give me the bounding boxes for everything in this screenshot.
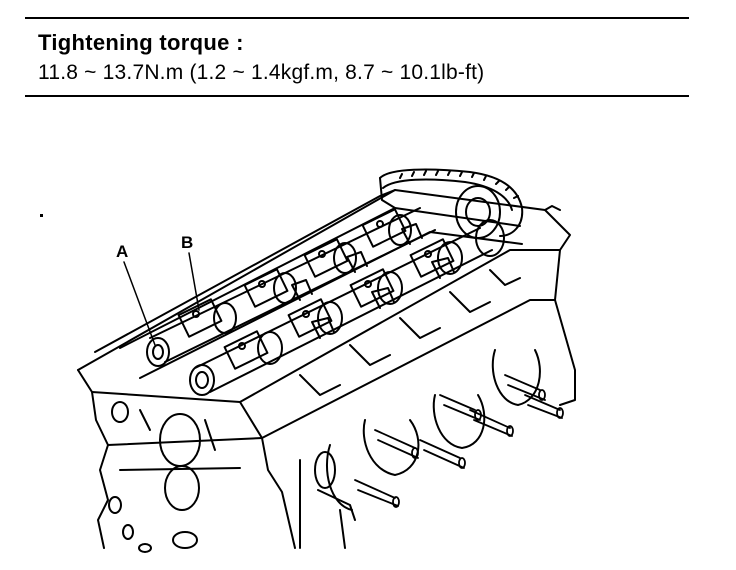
studs [354,374,564,508]
callout-leaders [123,252,200,346]
port-holes [108,401,216,553]
front-ports [299,349,541,549]
bottom-rule [25,95,689,97]
stray-dot [40,214,43,217]
callout-label-a: A [116,242,129,261]
leader-a [123,261,156,346]
torque-value: 11.8 ~ 13.7N.m (1.2 ~ 1.4kgf.m, 8.7 ~ 10… [38,61,485,84]
timing-sprocket [379,168,561,239]
bearing-caps [177,208,455,370]
cam-lobes [291,223,455,339]
front-camshaft [189,219,505,396]
leader-b [188,252,200,311]
torque-title: Tightening torque : [38,30,244,55]
callout-label-b: B [181,233,194,252]
deck-ribs [299,269,521,396]
top-rule [25,17,689,19]
